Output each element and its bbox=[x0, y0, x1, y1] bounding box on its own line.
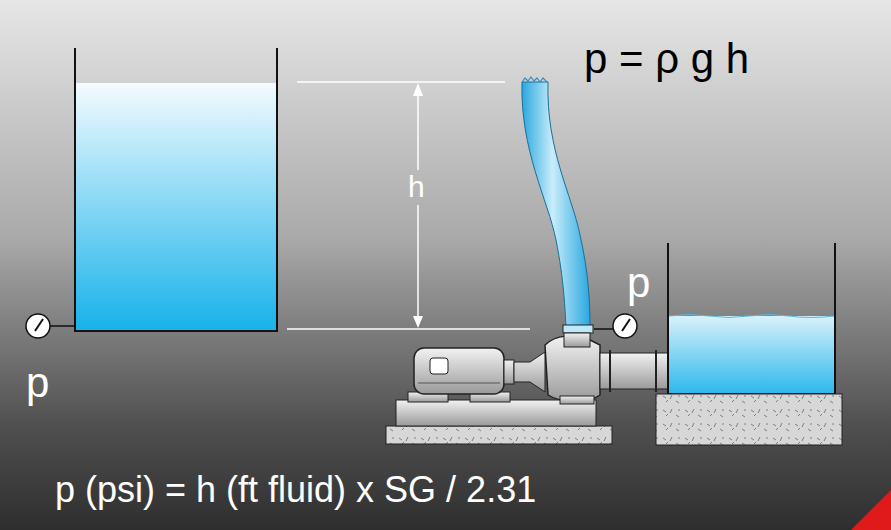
formula-heading: p = ρ g h bbox=[584, 38, 749, 80]
gauge-label: p bbox=[627, 262, 650, 304]
gauge-label: p bbox=[26, 362, 49, 404]
dimension-label: h bbox=[408, 172, 425, 202]
formula-caption: p (psi) = h (ft fluid) x SG / 2.31 bbox=[55, 472, 536, 508]
